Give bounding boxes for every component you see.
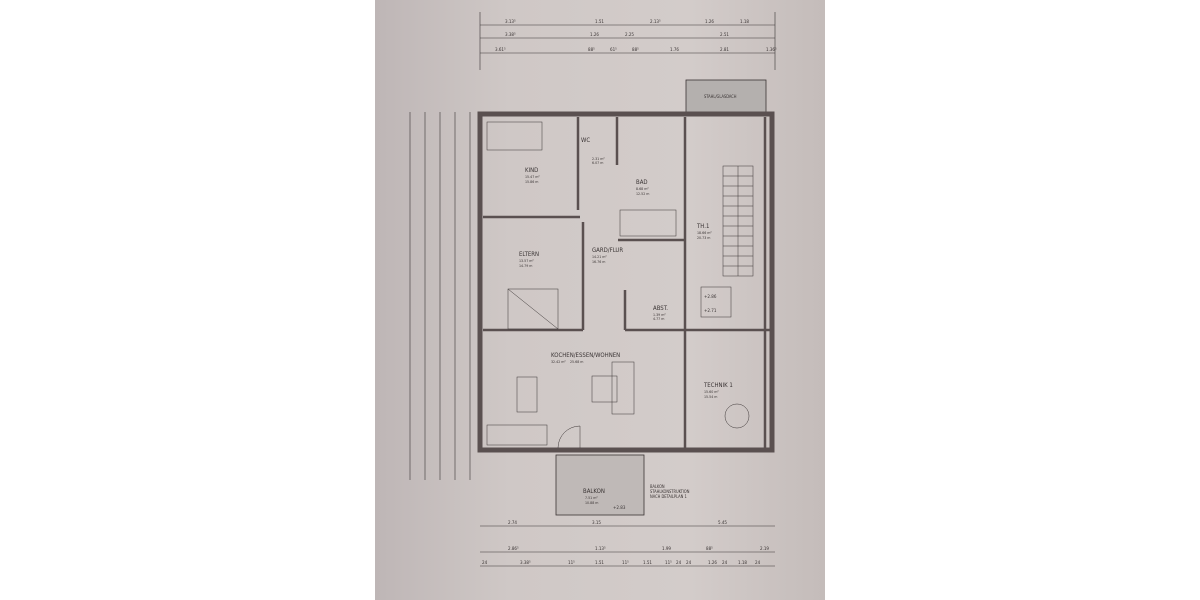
plan-label: BALKON (650, 484, 665, 489)
plan-label: 12.52 m (636, 192, 649, 196)
plan-label: 24 (722, 560, 728, 566)
plan-label: 10.88 m (585, 501, 598, 505)
plan-label: 11⁵ (665, 560, 672, 566)
kitchen-island (611, 361, 635, 415)
plan-line (507, 288, 559, 330)
room-labels: KIND 15.47 m² 15.86 m WC 2.31 m² 6.07 m … (519, 94, 737, 511)
plan-label: 7.51 m² (585, 496, 598, 500)
plan-label: 3.38⁵ (505, 32, 516, 38)
plan-label: 1.51 (595, 19, 604, 25)
plan-label: 16.76 m (592, 260, 605, 264)
roof-label: STAHL/GLASDACH (704, 94, 737, 99)
plan-label: 18.66 m² (697, 231, 712, 235)
plan-label: 1.13⁵ (595, 546, 606, 552)
plan-line (700, 286, 732, 318)
plan-label: 24 (755, 560, 761, 566)
plan-label: 2.19 (760, 546, 769, 552)
plan-label: 3.15 (592, 520, 601, 526)
room-kochen-essen-wohnen: KOCHEN/ESSEN/WOHNEN (551, 352, 620, 359)
plan-label: 15.86 m (525, 180, 538, 184)
plan-label: 1.18 (740, 19, 749, 25)
room-eltern: ELTERN (519, 251, 539, 258)
plan-label: 11⁵ (622, 560, 629, 566)
room-balkon: BALKON (583, 488, 605, 495)
plan-label: 1.18 (738, 560, 747, 566)
plan-label: 2.86⁵ (508, 546, 519, 552)
plan-label: 14.21 m² (592, 255, 607, 259)
plan-label: 2.31 m² (592, 157, 605, 161)
plan-label: 88⁵ (706, 546, 713, 552)
plan-label: 2.81 (720, 47, 729, 53)
dimension-labels: 3.13⁵ 1.51 2.13⁵ 1.26 1.18 3.38⁵ 1.26 2.… (482, 19, 777, 566)
background (0, 0, 375, 600)
plan-label: 1.36⁵ (766, 47, 777, 53)
tank (724, 403, 750, 429)
plan-label: 14.79 m (519, 264, 532, 268)
plan-label: 32.42 m² (551, 360, 566, 364)
plan-label: 1.26 (705, 19, 714, 25)
plan-label: 24 (482, 560, 488, 566)
plan-label: 1.99 (662, 546, 671, 552)
room-wc: WC (581, 137, 590, 144)
bathtub (619, 209, 677, 237)
plan-label: 1.26 (590, 32, 599, 38)
plan-label: 2.51 (720, 32, 729, 38)
room-bad: BAD (636, 179, 648, 186)
plan-label: 11⁵ (568, 560, 575, 566)
door-arc (557, 425, 581, 449)
room-th1: TH.1 (696, 223, 709, 230)
dimension-lines (409, 12, 776, 567)
plan-label: 1.51 (643, 560, 652, 566)
bed-eltern (507, 288, 559, 330)
plan-label: 88⁵ (632, 47, 639, 53)
plan-line (483, 117, 770, 448)
bed-kind (486, 121, 543, 151)
plan-line (477, 111, 775, 453)
walls (477, 111, 775, 453)
plan-label: 8.68 m² (636, 187, 649, 191)
plan-label: 13.57 m² (519, 259, 534, 263)
plan-label: NACH DETAILPLAN 1 (650, 494, 687, 499)
plan-label: 24 (676, 560, 682, 566)
room-technik-1: TECHNIK 1 (703, 382, 733, 389)
steel-glass-roof (685, 79, 767, 113)
plan-label: 3.61⁵ (495, 47, 506, 53)
plan-label: 1.39 m² (653, 313, 666, 317)
plan-label: 61⁵ (610, 47, 617, 53)
plan-label: 88⁵ (588, 47, 595, 53)
plan-label: 15.54 m (704, 395, 717, 399)
plan-label: 20.73 m (697, 236, 710, 240)
plan-label: 2.74 (508, 520, 517, 526)
room-gard-flur: GARD/FLUR (592, 247, 623, 254)
plan-label: 5.45 (718, 520, 727, 526)
plan-label: STAHLKONSTRUKTION (650, 489, 690, 494)
plan-label: 25.68 m (570, 360, 583, 364)
plan-label: 1.51 (595, 560, 604, 566)
level-marker: +2.86 (704, 294, 717, 300)
level-marker: +2.71 (704, 308, 717, 314)
coffee-table (516, 376, 538, 413)
plan-label: 1.76 (670, 47, 679, 53)
plan-label: 2.13⁵ (650, 19, 661, 25)
plan-label: 3.13⁵ (505, 19, 516, 25)
staircase (722, 165, 754, 277)
plan-label: 6.07 m (592, 161, 603, 165)
level-marker: +2.83 (613, 505, 626, 511)
balcony (555, 454, 645, 516)
plan-label: 1.26 (708, 560, 717, 566)
room-kind: KIND (525, 167, 538, 174)
plan-label: 2.25 (625, 32, 634, 38)
plan-label: 24 (686, 560, 692, 566)
plan-label: 15.60 m² (704, 390, 719, 394)
dining-table (591, 375, 618, 403)
furniture (486, 121, 750, 449)
plan-label: 3.38⁵ (520, 560, 531, 566)
plan-label: 4.77 m (653, 317, 664, 321)
plan-label: 15.47 m² (525, 175, 540, 179)
room-abst: ABST. (653, 305, 668, 312)
sofa (486, 424, 548, 446)
